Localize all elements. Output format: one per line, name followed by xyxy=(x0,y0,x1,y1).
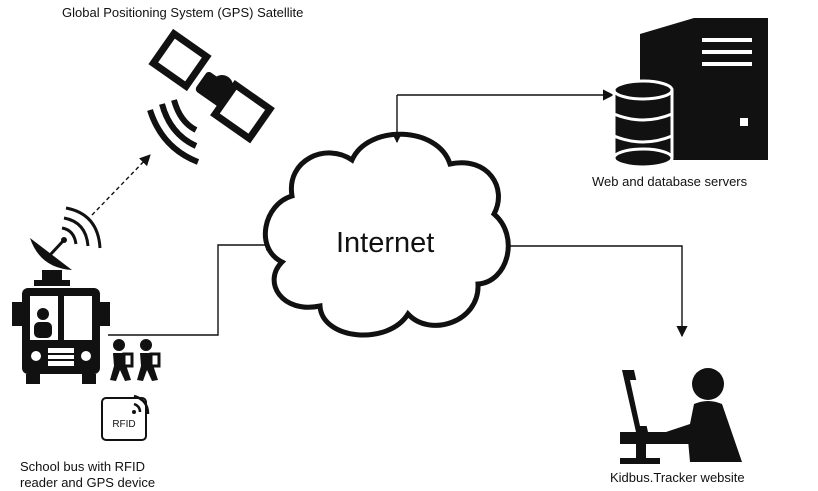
server-icon xyxy=(612,18,768,169)
link-bus-to-internet xyxy=(108,239,278,336)
rfid-tag-label: RFID xyxy=(112,419,135,430)
link-internet-to-website xyxy=(508,245,688,338)
students-icon xyxy=(110,339,161,381)
school-bus-icon xyxy=(12,288,110,384)
rfid-tag-icon: RFID xyxy=(101,394,150,441)
servers-label: Web and database servers xyxy=(592,174,748,189)
computer-user-icon xyxy=(620,368,742,464)
internet-label: Internet xyxy=(336,227,435,259)
bus-label-line1: School bus with RFID xyxy=(20,459,145,474)
satellite-icon xyxy=(147,28,275,165)
website-label: Kidbus.Tracker website xyxy=(610,470,745,485)
cloud-icon xyxy=(262,131,511,338)
satellite-dish-icon xyxy=(30,206,102,286)
satellite-label: Global Positioning System (GPS) Satellit… xyxy=(62,5,304,20)
link-bus-to-satellite xyxy=(91,154,151,216)
bus-label: School bus with RFID reader and GPS devi… xyxy=(20,459,155,491)
bus-label-line2: reader and GPS device xyxy=(20,475,156,490)
